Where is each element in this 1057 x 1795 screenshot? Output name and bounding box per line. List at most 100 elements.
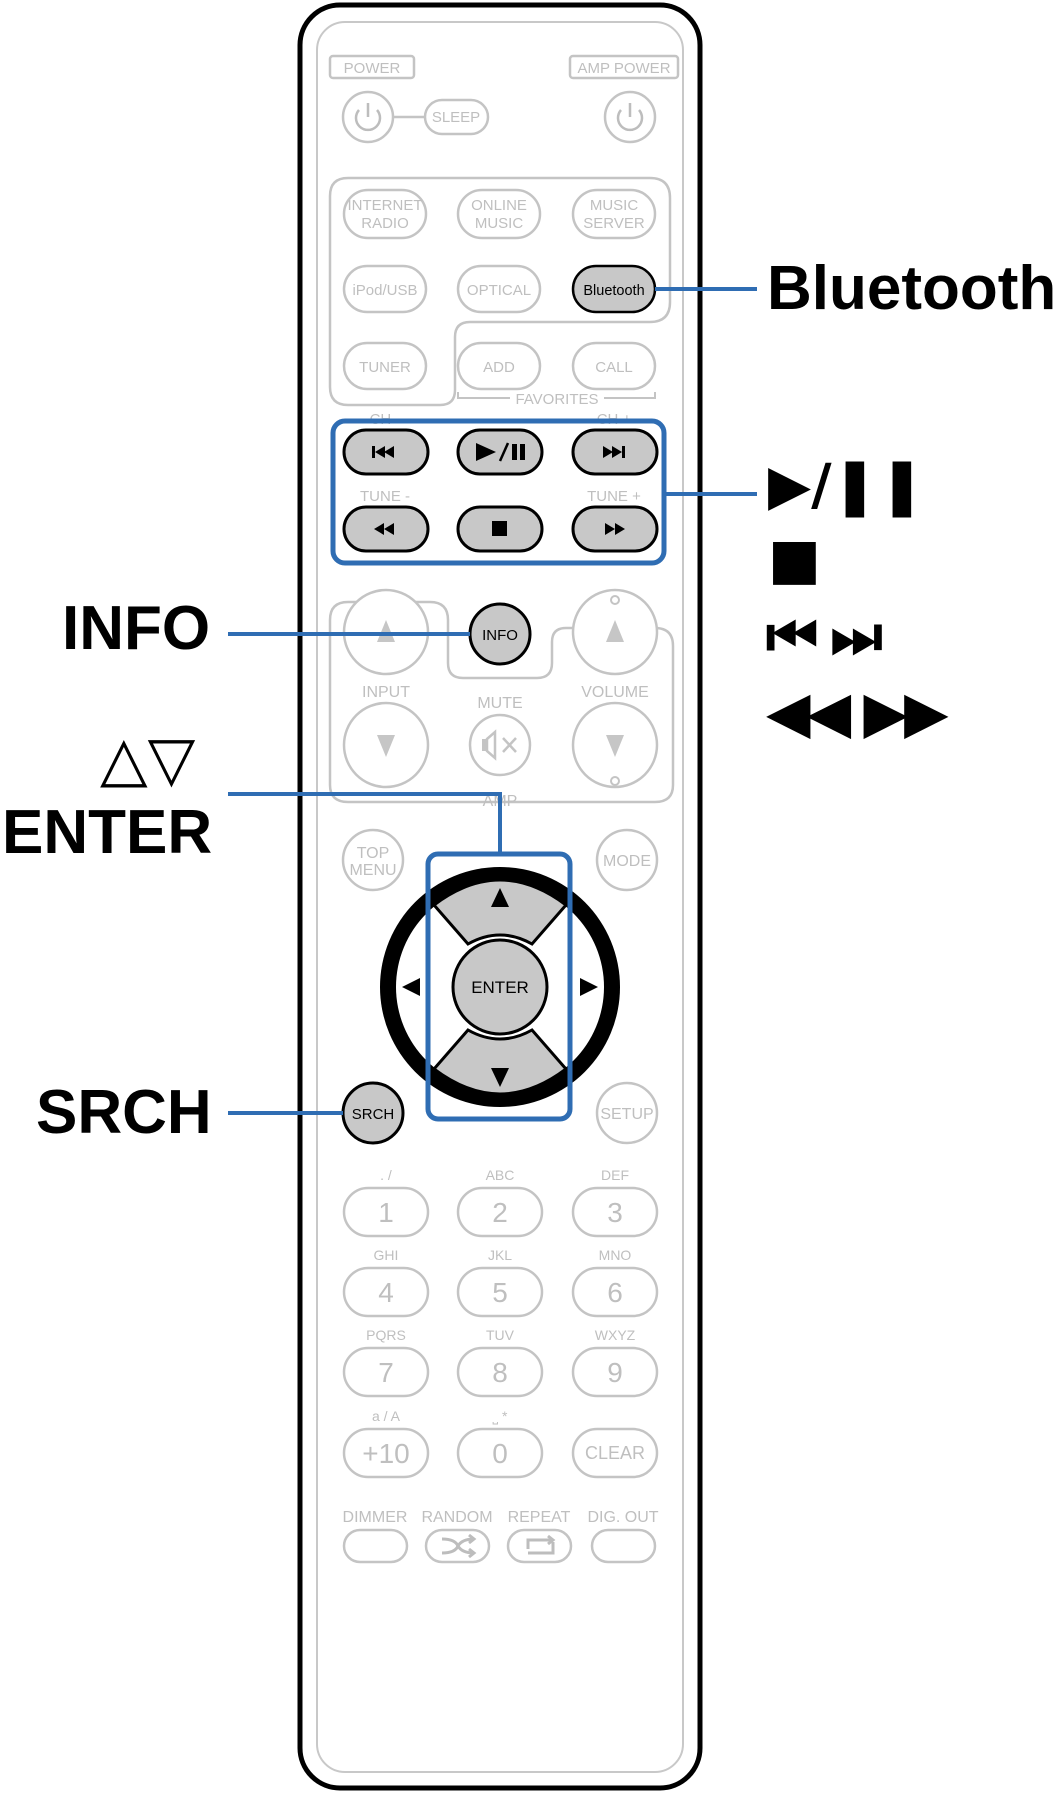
key-4[interactable] xyxy=(342,1266,430,1318)
key-1-sub: . / xyxy=(380,1167,392,1183)
dpad-left-icon[interactable] xyxy=(402,978,420,996)
play-pause-callout: ▶/❚❚ xyxy=(768,453,926,518)
keypad xyxy=(342,1186,659,1479)
dpad-right-icon[interactable] xyxy=(580,978,598,996)
mute-label: MUTE xyxy=(477,695,522,712)
input-up-icon xyxy=(377,620,395,642)
mute-button[interactable] xyxy=(468,713,532,777)
dpad-up-pad[interactable] xyxy=(431,878,569,946)
ipod-usb-button[interactable] xyxy=(342,264,428,314)
repeat-label: REPEAT xyxy=(508,1509,571,1526)
random-label: RANDOM xyxy=(421,1509,492,1526)
key-6[interactable] xyxy=(571,1266,659,1318)
key-7-label: 7 xyxy=(378,1357,394,1388)
dimmer-button[interactable] xyxy=(342,1528,409,1564)
volume-label: VOLUME xyxy=(581,684,649,701)
power-icons xyxy=(354,103,644,132)
sleep-label: SLEEP xyxy=(432,109,480,126)
tuner-label: TUNER xyxy=(359,359,411,376)
key-3[interactable] xyxy=(571,1186,659,1238)
key-0-label: 0 xyxy=(492,1438,508,1469)
key-7[interactable] xyxy=(342,1346,430,1398)
amp-power-label: AMP POWER xyxy=(577,60,670,77)
volume-dots xyxy=(610,595,620,786)
key-clear[interactable] xyxy=(571,1427,659,1479)
enter-callout: ENTER xyxy=(2,798,213,867)
key-8[interactable] xyxy=(456,1346,544,1398)
enter-leader-line xyxy=(228,792,502,854)
setup-button[interactable] xyxy=(595,1081,659,1145)
source-group-outline xyxy=(328,176,672,407)
top-menu-button[interactable] xyxy=(341,828,405,892)
up-down-callout: △▽ xyxy=(100,722,196,795)
key-5[interactable] xyxy=(456,1266,544,1318)
add-button[interactable] xyxy=(456,341,542,391)
remote-inner-outline xyxy=(316,21,684,1773)
setup-label: SETUP xyxy=(600,1106,653,1123)
bottom-buttons xyxy=(342,1528,657,1564)
key-1[interactable] xyxy=(342,1186,430,1238)
key-9[interactable] xyxy=(571,1346,659,1398)
key-8-sub: TUV xyxy=(486,1327,515,1343)
random-button[interactable] xyxy=(424,1528,491,1564)
top-menu-label-2: MENU xyxy=(349,862,396,879)
enter-button[interactable] xyxy=(451,938,549,1036)
key-5-label: 5 xyxy=(492,1277,508,1308)
mode-button[interactable] xyxy=(595,828,659,892)
call-button[interactable] xyxy=(571,341,657,391)
key-6-label: 6 xyxy=(607,1277,623,1308)
key-3-label: 3 xyxy=(607,1197,623,1228)
source-buttons xyxy=(342,188,657,391)
top-menu-label-1: TOP xyxy=(357,845,390,862)
dpad-down-pad[interactable] xyxy=(431,1028,569,1096)
dig-out-label: DIG. OUT xyxy=(587,1509,658,1526)
optical-button[interactable] xyxy=(456,264,542,314)
tuner-button[interactable] xyxy=(342,341,428,391)
music-server-button[interactable] xyxy=(571,188,657,240)
amp-power-button[interactable] xyxy=(603,90,657,144)
sleep-button[interactable] xyxy=(423,98,490,136)
amp-power-label-box xyxy=(568,54,680,80)
play-pause-icon xyxy=(476,442,525,462)
favorites-bracket xyxy=(457,392,656,399)
key-0[interactable] xyxy=(456,1427,544,1479)
dpad-up-icon xyxy=(491,888,509,907)
key-2-sub: ABC xyxy=(486,1167,515,1183)
key-plus10[interactable] xyxy=(342,1427,430,1479)
input-label: INPUT xyxy=(362,684,410,701)
optical-label: OPTICAL xyxy=(467,282,531,299)
mute-icon xyxy=(482,729,517,761)
info-callout: INFO xyxy=(62,594,211,663)
input-down-icon xyxy=(377,735,395,757)
info-button-label: INFO xyxy=(482,627,518,644)
key-2[interactable] xyxy=(456,1186,544,1238)
dimmer-label: DIMMER xyxy=(343,1509,408,1526)
online-music-label-2: MUSIC xyxy=(475,215,524,232)
mode-label: MODE xyxy=(603,853,651,870)
skip-forward-icon xyxy=(603,446,625,458)
key-4-sub: GHI xyxy=(374,1247,399,1263)
bluetooth-callout: Bluetooth xyxy=(767,254,1057,323)
online-music-button[interactable] xyxy=(456,188,542,240)
key-plus10-sub: a / A xyxy=(372,1408,401,1424)
transport-glyphs xyxy=(372,442,625,536)
seek-callout: ◀◀ ▶▶ xyxy=(766,678,949,746)
key-1-label: 1 xyxy=(378,1197,394,1228)
key-4-label: 4 xyxy=(378,1277,394,1308)
play-pause-button[interactable] xyxy=(456,428,544,476)
key-clear-label: CLEAR xyxy=(585,1443,645,1463)
favorites-label: FAVORITES xyxy=(515,391,598,408)
srch-callout: SRCH xyxy=(36,1078,212,1147)
dig-out-button[interactable] xyxy=(590,1528,657,1564)
key-8-label: 8 xyxy=(492,1357,508,1388)
shuffle-icon xyxy=(441,1533,477,1559)
repeat-button[interactable] xyxy=(506,1528,573,1564)
fast-forward-icon xyxy=(605,523,625,535)
amp-power-icon xyxy=(616,109,644,132)
rewind-icon xyxy=(374,523,394,535)
amp-arrow-glyphs xyxy=(377,620,624,757)
power-icon xyxy=(354,109,382,132)
internet-radio-button[interactable] xyxy=(342,188,428,240)
key-plus10-label: +10 xyxy=(362,1438,410,1469)
